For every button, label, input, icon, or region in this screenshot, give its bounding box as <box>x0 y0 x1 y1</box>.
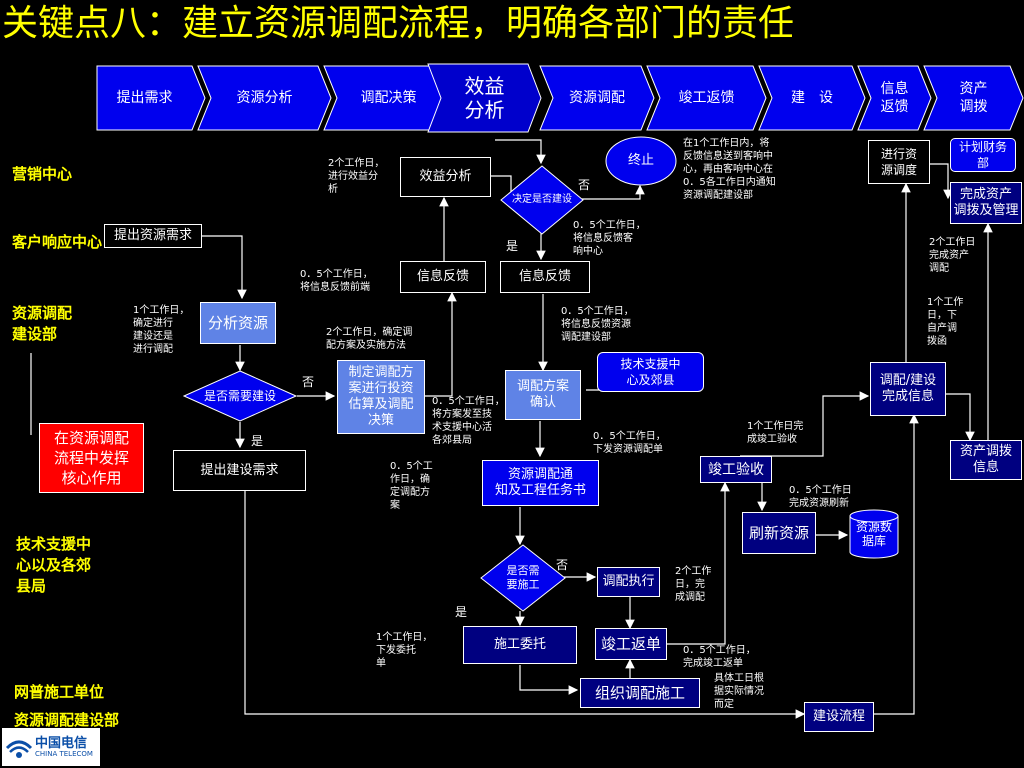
note-9: 0．5个工作日， 下发资源调配单 <box>593 431 666 455</box>
completion-sheet-box: 竣工返单 <box>595 628 667 660</box>
phase-chevron-8 <box>857 65 932 131</box>
lane-tech: 技术支援中 心以及各郊 县局 <box>16 535 92 595</box>
phase-label-8: 信息 返馈 <box>871 66 918 130</box>
decide-build-label: 决定是否建设 <box>512 194 572 205</box>
phase-chevron-4 <box>427 63 542 133</box>
raise-resource-demand-box: 提出资源需求 <box>104 224 202 248</box>
benefit-analysis-box: 效益分析 <box>400 157 491 197</box>
phase-chevron-6 <box>646 65 767 131</box>
yes-label-decide: 是 <box>506 239 519 253</box>
china-telecom-logo: 中国电信 CHINA TELECOM <box>2 728 100 766</box>
phase-text-8: 信息 返馈 <box>880 81 909 115</box>
stop-terminal <box>605 136 677 186</box>
phase-chevron-2 <box>197 65 332 131</box>
dispatch-notice-box: 资源调配通 知及工程任务书 <box>482 460 599 506</box>
info-feedback-box-1: 信息反馈 <box>400 261 486 293</box>
no-label-need-build: 否 <box>302 375 315 389</box>
finance-dept-callout: 计划财务 部 <box>950 138 1016 172</box>
tech-support-callout: 技术支援中 心及郊县 <box>597 352 704 392</box>
note-8: 0．5个工作日， 将方案发至技 术支援中心活 各郊县局 <box>432 396 505 446</box>
note-4: 2个工作日，确定调 配方案及实施方法 <box>326 327 413 351</box>
yes-label-need-build: 是 <box>251 434 264 448</box>
logo-en: CHINA TELECOM <box>35 750 93 758</box>
note-12: 0．5个工作日 完成资源刷新 <box>789 485 852 509</box>
core-role-highlight: 在资源调配 流程中发挥 核心作用 <box>39 423 144 493</box>
note-2: 2个工作日， 进行效益分 析 <box>328 158 385 195</box>
note-14: 1个工作日， 下发委托 单 <box>376 632 433 669</box>
telecom-logo-icon <box>5 740 33 758</box>
need-construct-diamond <box>480 544 566 612</box>
note-13: 2个工作 日，完 成调配 <box>675 566 712 603</box>
phase-text-9: 资产 调拨 <box>959 81 988 115</box>
note-5: 在1个工作日内，将 反馈信息送到客响中 心，再由客响中心在 0．5各工作日内通知… <box>683 138 776 201</box>
yes-label-construct: 是 <box>455 605 468 619</box>
analyze-resource-box: 分析资源 <box>200 302 276 344</box>
phase-label-3: 调配决策 <box>337 66 440 130</box>
no-label-construct: 否 <box>556 558 569 572</box>
note-7: 0．5个工作日， 将信息反馈资源 调配建设部 <box>561 306 634 343</box>
phase-chevron-7 <box>758 65 866 131</box>
phase-text-1: 提出需求 <box>116 90 173 106</box>
phase-chevron-1 <box>96 65 206 131</box>
make-plan-box: 制定调配方 案进行投资 估算及调配 决策 <box>337 360 425 434</box>
info-feedback-box-2: 信息反馈 <box>500 261 590 293</box>
phase-text-3: 调配决策 <box>360 90 417 106</box>
resource-database-label: 资源数 据库 <box>855 520 892 548</box>
resource-dispatch-box: 进行资 源调度 <box>868 140 930 184</box>
lane-construction: 网普施工单位 <box>14 683 105 701</box>
decide-build-diamond <box>500 165 584 235</box>
phase-chevron-5 <box>539 65 655 131</box>
note-16: 具体工日根 据实际情况 而定 <box>714 673 764 710</box>
phase-chevron-9 <box>923 65 1024 131</box>
raise-build-demand-box: 提出建设需求 <box>173 450 306 491</box>
phase-label-9: 资产 调拨 <box>937 66 1010 130</box>
phase-label-7: 建 设 <box>772 66 852 130</box>
plan-confirm-box: 调配方案 确认 <box>505 370 581 420</box>
phase-label-6: 竣工返馈 <box>660 66 753 130</box>
lane-marketing: 营销中心 <box>12 165 73 183</box>
asset-transfer-mgmt-box: 完成资产 调拨及管理 <box>950 182 1022 224</box>
note-6: 0．5个工作日， 将信息反馈客 响中心 <box>573 220 646 257</box>
need-build-diamond <box>183 370 297 422</box>
phase-label-2: 资源分析 <box>211 66 318 130</box>
construction-commission-box: 施工委托 <box>463 626 577 664</box>
need-build-label: 是否需要建设 <box>203 389 276 403</box>
phase-text-6: 竣工返馈 <box>678 90 735 106</box>
phase-text-5: 资源调配 <box>569 90 625 106</box>
note-15: 0．5个工作日， 完成竣工返单 <box>683 645 756 669</box>
dispatch-execute-box: 调配执行 <box>597 567 660 597</box>
note-1: 1个工作日， 确定进行 建设还是 进行调配 <box>133 305 190 355</box>
build-flow-box: 建设流程 <box>804 702 874 732</box>
note-11: 1个工作日完 成竣工验收 <box>747 421 804 445</box>
organize-construction-box: 组织调配施工 <box>580 678 700 708</box>
logo-name: 中国电信 <box>35 736 88 751</box>
phase-label-1: 提出需求 <box>97 66 192 130</box>
lane-resource2: 资源调配建设部 <box>14 711 120 729</box>
note-18: 1个工作 日，下 自产调 拨函 <box>927 297 964 347</box>
note-3: 0．5个工作日， 将信息反馈前端 <box>300 269 373 293</box>
note-17: 2个工作日 完成资产 调配 <box>929 237 976 274</box>
stop-label: 终止 <box>627 153 654 168</box>
resource-database-icon <box>849 509 899 559</box>
connectors <box>30 139 993 719</box>
complete-info-box: 调配/建设 完成信息 <box>870 362 946 416</box>
need-construct-label: 是否需 要施工 <box>506 564 540 591</box>
phase-chevrons <box>96 63 1024 133</box>
phase-label-5: 资源调配 <box>553 66 641 130</box>
phase-label-4: 效益 分析 <box>441 64 528 132</box>
phase-text-2: 资源分析 <box>236 90 293 106</box>
phase-text-4: 效益 分析 <box>464 74 505 122</box>
lane-resource: 资源调配 建设部 <box>12 304 73 343</box>
page-title: 关键点八：建立资源调配流程，明确各部门的责任 <box>2 3 795 44</box>
note-10: 0．5个工 作日，确 定调配方 案 <box>390 461 433 511</box>
no-label-decide: 否 <box>578 178 591 192</box>
asset-transfer-info-box: 资产调拨 信息 <box>950 440 1022 480</box>
refresh-resource-box: 刷新资源 <box>742 512 816 554</box>
phase-text-7: 建 设 <box>791 90 833 106</box>
completion-acceptance-box: 竣工验收 <box>700 456 772 483</box>
lane-customer: 客户响应中心 <box>12 233 103 251</box>
